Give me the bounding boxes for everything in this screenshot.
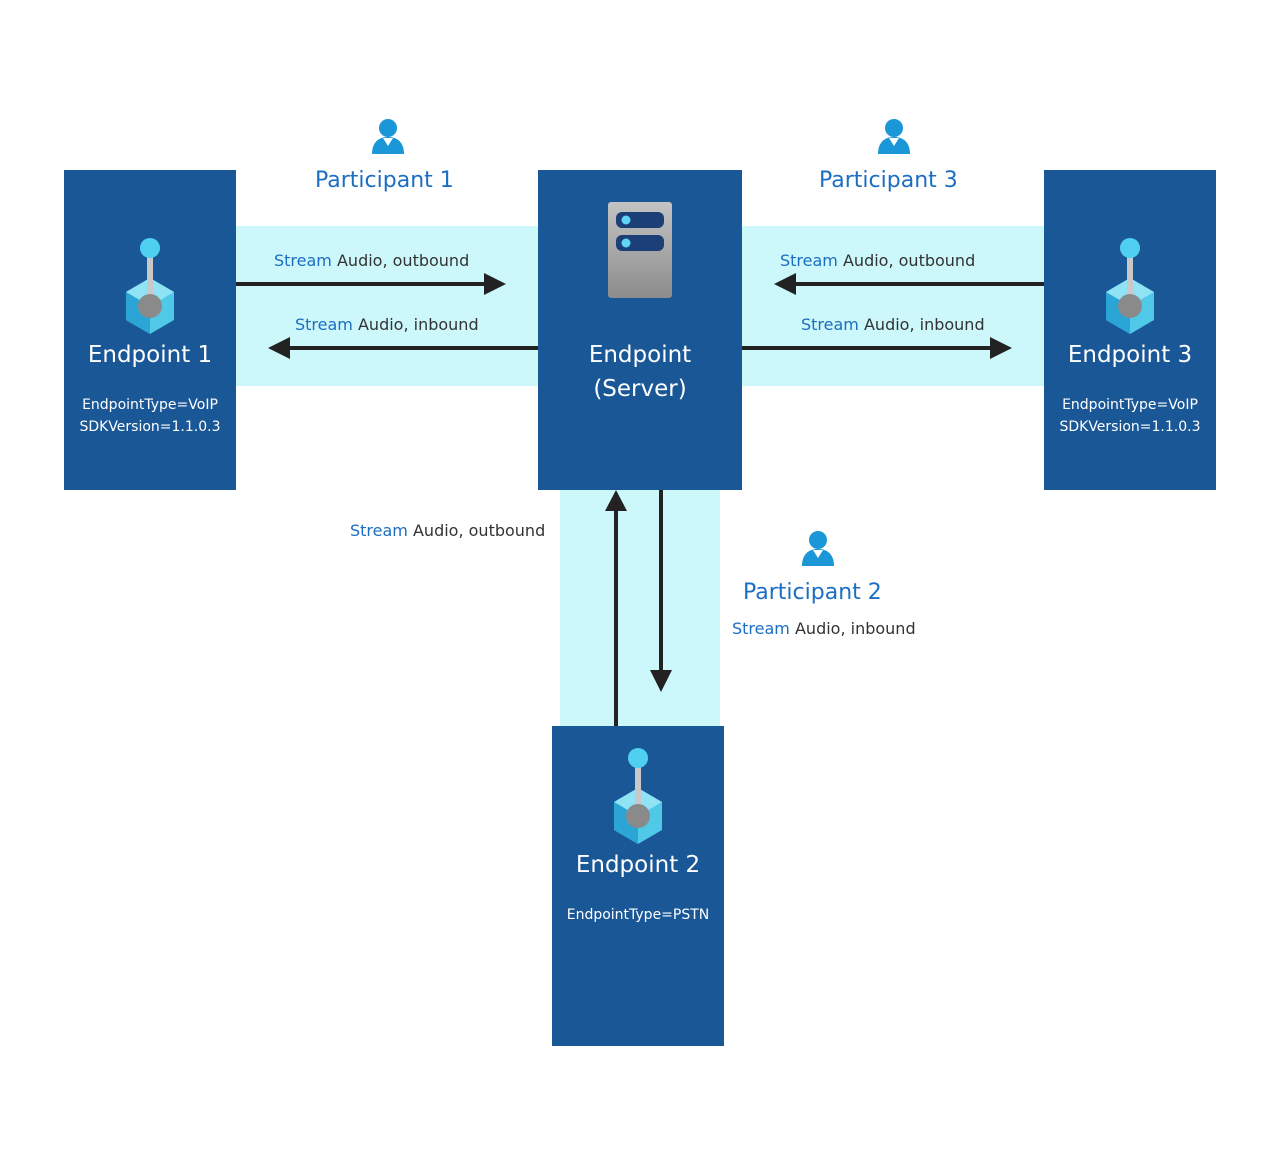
server-icon (608, 202, 672, 298)
stream-p1-outbound-label: Stream Audio, outbound (274, 251, 469, 270)
stream-p3-inbound-label: Stream Audio, inbound (801, 315, 985, 334)
stream-keyword: Stream (274, 251, 332, 270)
stream-direction: Audio, inbound (357, 315, 479, 334)
stream-direction: Audio, outbound (336, 251, 470, 270)
stream-keyword: Stream (732, 619, 790, 638)
stream-p3-outbound-label: Stream Audio, outbound (780, 251, 975, 270)
participant-1-label: Participant 1 (315, 168, 454, 193)
participant-3-label: Participant 3 (819, 168, 958, 193)
stream-p1-inbound-label: Stream Audio, inbound (295, 315, 479, 334)
stream-keyword: Stream (350, 521, 408, 540)
stream-direction: Audio, outbound (412, 521, 546, 540)
band-left (236, 226, 538, 386)
stream-keyword: Stream (801, 315, 859, 334)
user-icon (802, 531, 834, 566)
endpoint-2-title: Endpoint 2 (575, 852, 701, 878)
endpoint-1-title: Endpoint 1 (87, 342, 213, 368)
band-right (742, 226, 1044, 386)
endpoint-cube-icon (1106, 238, 1154, 334)
endpoint-3-title: Endpoint 3 (1067, 342, 1193, 368)
stream-keyword: Stream (780, 251, 838, 270)
stream-keyword: Stream (295, 315, 353, 334)
stream-direction: Audio, outbound (842, 251, 976, 270)
band-bottom (560, 490, 720, 726)
endpoint-1-sdk: SDKVersion=1.1.0.3 (79, 419, 221, 435)
endpoint-3-type: EndpointType=VoIP (1062, 397, 1198, 413)
endpoint-cube-icon (126, 238, 174, 334)
endpoint-server-title-line1: Endpoint (588, 342, 692, 368)
endpoint-1-type: EndpointType=VoIP (82, 397, 218, 413)
user-icon (878, 119, 910, 154)
stream-p2-outbound-label: Stream Audio, outbound (350, 521, 545, 540)
endpoint-server-title-line2: (Server) (593, 376, 687, 402)
user-icon (372, 119, 404, 154)
endpoint-cube-icon (614, 748, 662, 844)
participant-2-label: Participant 2 (743, 580, 882, 605)
stream-direction: Audio, inbound (863, 315, 985, 334)
stream-p2-inbound-label: Stream Audio, inbound (732, 619, 916, 638)
endpoint-3-sdk: SDKVersion=1.1.0.3 (1059, 419, 1201, 435)
endpoint-2-type: EndpointType=PSTN (566, 907, 710, 923)
stream-direction: Audio, inbound (794, 619, 916, 638)
